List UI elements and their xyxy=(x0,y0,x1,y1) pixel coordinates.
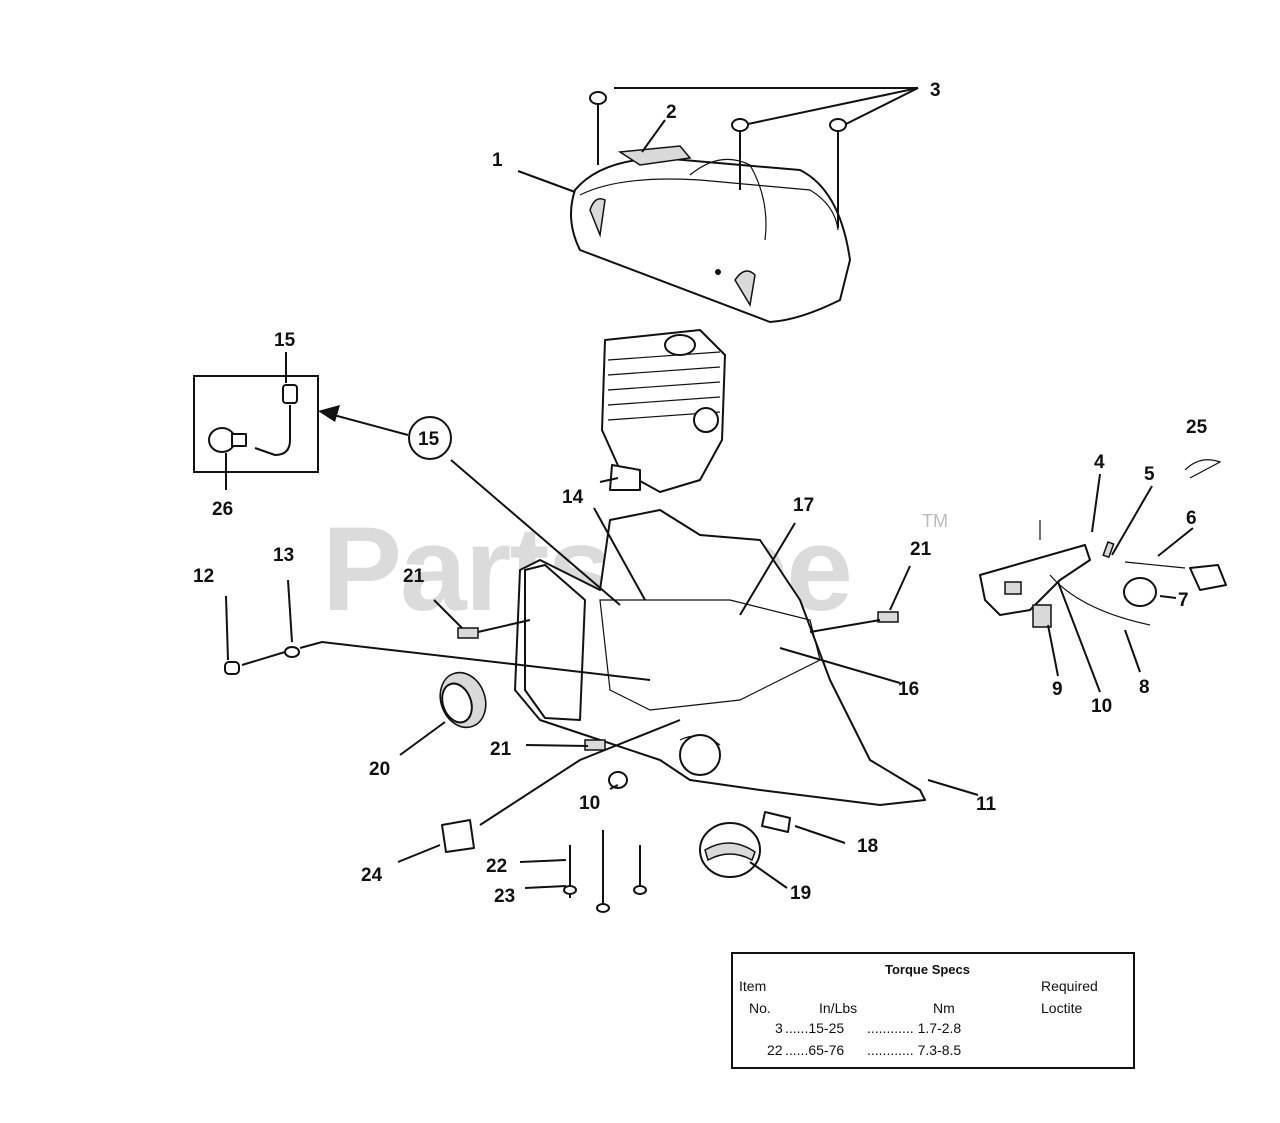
callout-26: 26 xyxy=(212,499,233,520)
part-cover-insert xyxy=(617,145,692,166)
part-21-nut-b xyxy=(877,611,899,623)
part-cylinder xyxy=(599,329,726,493)
row-in-lbs: ......15-25 xyxy=(785,1020,845,1036)
header-item: Item xyxy=(739,978,767,994)
callout-5: 5 xyxy=(1144,464,1155,485)
header-in-lbs: In/Lbs xyxy=(819,1000,858,1016)
part-fuel-cap-grip xyxy=(704,842,756,862)
callout-21-left: 21 xyxy=(403,566,425,587)
callout-24: 24 xyxy=(361,865,383,886)
callout-17: 17 xyxy=(793,495,814,516)
watermark-tm: TM xyxy=(922,511,948,531)
callout-22: 22 xyxy=(486,856,507,877)
callout-14: 14 xyxy=(562,487,584,508)
callout-19: 19 xyxy=(790,883,811,904)
callout-9: 9 xyxy=(1052,679,1063,700)
callout-6: 6 xyxy=(1186,508,1197,529)
callout-15-inset: 15 xyxy=(274,330,296,351)
callout-23: 23 xyxy=(494,886,515,907)
part-13-fitting xyxy=(284,646,300,658)
part-12-grommet xyxy=(224,661,240,675)
callout-16: 16 xyxy=(898,679,919,700)
part-cover-screws xyxy=(589,91,847,228)
callout-10-left: 10 xyxy=(579,793,600,814)
part-main-housing xyxy=(439,509,926,806)
callout-20: 20 xyxy=(369,759,390,780)
header-no: No. xyxy=(749,1000,771,1016)
torque-row: 22 ......65-76 ............ 7.3-8.5 xyxy=(733,1042,1133,1062)
callout-11: 11 xyxy=(976,794,997,815)
part-switch-assembly xyxy=(979,459,1227,628)
part-top-cover xyxy=(570,157,851,323)
part-24-filter xyxy=(441,819,475,853)
part-oil-cap xyxy=(679,734,721,776)
row-item: 3 xyxy=(775,1020,783,1036)
callout-1: 1 xyxy=(492,150,503,171)
torque-specs-title: Torque Specs xyxy=(885,962,971,977)
callout-12: 12 xyxy=(193,566,214,587)
arrow-to-inset xyxy=(318,405,452,460)
callout-21-lower: 21 xyxy=(490,739,512,760)
row-item: 22 xyxy=(767,1042,783,1058)
row-in-lbs: ......65-76 xyxy=(785,1042,845,1058)
part-10-bushing xyxy=(608,771,628,789)
header-loctite: Loctite xyxy=(1041,1000,1083,1016)
callout-3: 3 xyxy=(930,80,941,101)
callout-25: 25 xyxy=(1186,417,1208,438)
inset-detail-box xyxy=(193,375,319,473)
part-22-23-screws xyxy=(563,830,647,913)
torque-row: 3 ......15-25 ............ 1.7-2.8 xyxy=(733,1020,1133,1040)
leader-lines xyxy=(225,87,1194,889)
callout-7: 7 xyxy=(1178,590,1189,611)
callout-15-circled: 15 xyxy=(418,429,440,450)
part-retainer xyxy=(761,811,791,833)
part-21-nut-a xyxy=(457,627,479,639)
callout-18: 18 xyxy=(857,836,878,857)
callout-2: 2 xyxy=(666,102,677,123)
callout-4: 4 xyxy=(1094,452,1105,473)
row-nm: ............ 1.7-2.8 xyxy=(867,1020,962,1036)
row-nm: ............ 7.3-8.5 xyxy=(867,1042,962,1058)
callout-8: 8 xyxy=(1139,677,1150,698)
header-nm: Nm xyxy=(933,1000,955,1016)
header-required: Required xyxy=(1041,978,1098,994)
callout-10-right: 10 xyxy=(1091,696,1112,717)
callout-21-right: 21 xyxy=(910,539,932,560)
torque-specs-table: Torque Specs Item No. In/Lbs Nm Required… xyxy=(731,952,1135,1069)
callout-13: 13 xyxy=(273,545,294,566)
